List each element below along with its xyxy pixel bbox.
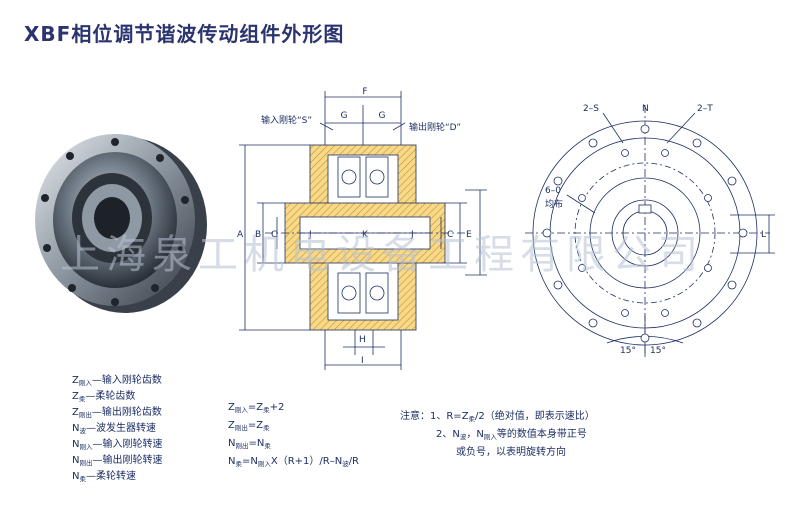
note-line-2: 2、N波，N刚入等的数值本身带正号 (436, 429, 587, 441)
watermark: 上海泉工机电设备工程有限公司 (60, 232, 704, 278)
dim-g2-label: G (379, 111, 386, 121)
front-n-label: N (642, 104, 649, 114)
dim-a-label: A (237, 230, 244, 240)
dim-b-label: B (255, 230, 261, 240)
dim-e-label: E (466, 230, 472, 240)
front-angle2-label: 15° (650, 346, 666, 356)
front-2s-label: 2–S (583, 104, 599, 114)
product-photo (35, 134, 207, 313)
dim-j1-label: J (308, 230, 312, 240)
front-uniform-label: 均布 (545, 198, 563, 210)
front-angle1-label: 15° (620, 346, 636, 356)
dim-c-label: C (271, 230, 277, 240)
dim-h-label: H (359, 335, 366, 345)
note-line-1: 注意：1、R=Z柔/2（绝对值，即表示速比） (400, 411, 595, 423)
formula: Z刚出=Z柔 (228, 420, 270, 432)
dim-j2-label: J (410, 230, 414, 240)
front-6o-label: 6–0 (545, 186, 561, 196)
dim-i-label: I (361, 356, 364, 366)
front-2t-label: 2–T (697, 104, 713, 114)
dim-k-label: K (362, 230, 369, 240)
legend-item: Z刚入—输入刚轮齿数 (72, 375, 162, 387)
formula-list: Z刚入=Z柔+2 Z刚出=Z柔 N刚出=N柔 N柔=N刚入X（R+1）/R–N波… (228, 400, 359, 472)
input-wheel-label: 输入刚轮“S” (261, 114, 312, 126)
formula: N刚出=N柔 (228, 438, 271, 450)
dim-g1-label: G (341, 111, 348, 121)
note-line-3: 或负号，以表明旋转方向 (456, 447, 566, 458)
note-block: 注意：1、R=Z柔/2（绝对值，即表示速比） 2、N波，N刚入等的数值本身带正号… (400, 409, 595, 460)
legend-item: N柔—柔轮转速 (72, 471, 136, 483)
legend-item: N刚入—输入刚轮转速 (72, 439, 163, 451)
front-view-drawing: N 2–S 2–T 6–0 均布 L 15° 15° (525, 104, 775, 357)
legend-item: Z刚出—输出刚轮齿数 (72, 407, 162, 419)
front-l-label: L (761, 230, 766, 240)
legend-item: Z柔—柔轮齿数 (72, 391, 136, 403)
output-wheel-label: 输出刚轮“D” (409, 121, 461, 133)
formula: N柔=N刚入X（R+1）/R–N波/R (228, 456, 360, 468)
page-title: XBF相位调节谐波传动组件外形图 (24, 22, 345, 46)
formula: Z刚入=Z柔+2 (228, 402, 285, 414)
legend-list: Z刚入—输入刚轮齿数 Z柔—柔轮齿数 Z刚出—输出刚轮齿数 N波—波发生器转速 … (72, 374, 162, 486)
legend-item: N刚出—输出刚轮转速 (72, 455, 163, 467)
dim-f-label: F (362, 87, 367, 97)
legend-item: N波—波发生器转速 (72, 423, 156, 435)
section-drawing: F G G 输入刚轮“S” 输出刚轮“D” A B C J K J C E H … (237, 87, 487, 370)
dim-c2-label: C (447, 230, 453, 240)
